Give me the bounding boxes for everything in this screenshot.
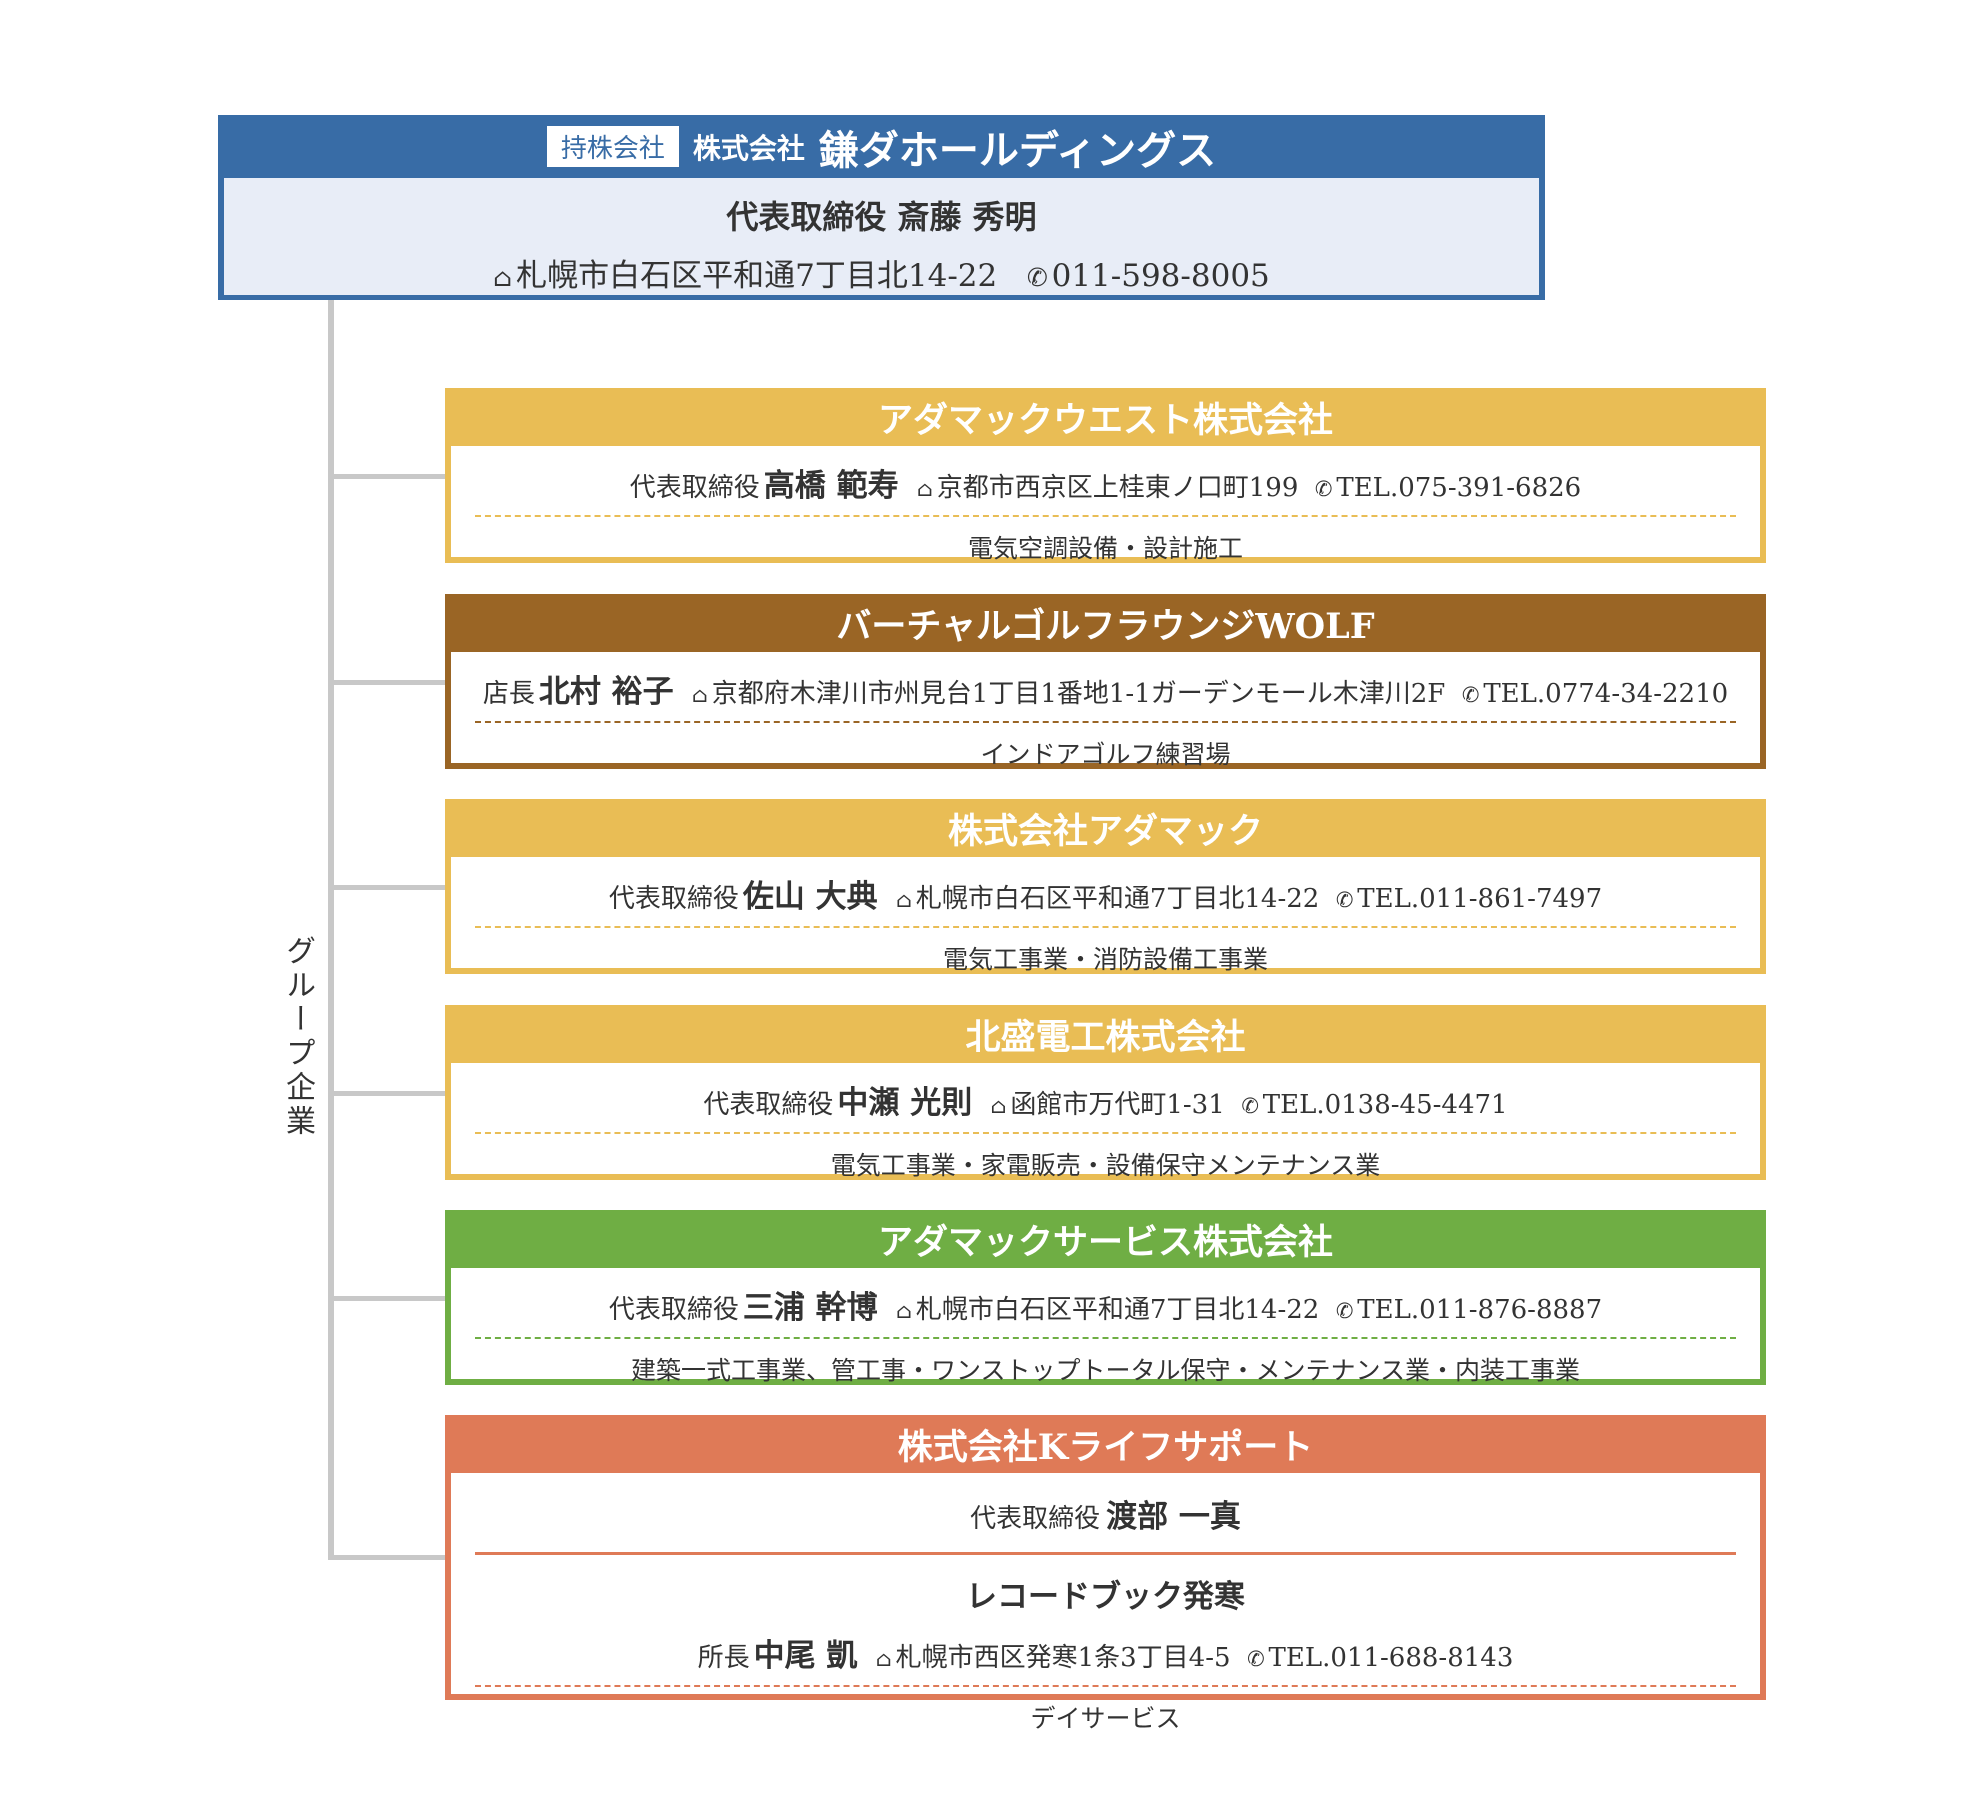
- rep-title: 代表取締役: [629, 473, 760, 503]
- rep-name: 三浦 幹博: [742, 1290, 878, 1326]
- phone: TEL.075-391-6826: [1336, 473, 1582, 503]
- business-description: インドアゴルフ練習場: [980, 740, 1231, 769]
- company-info: 代表取締役三浦 幹博 ⌂札幌市白石区平和通7丁目北14-22 ✆TEL.011-…: [451, 1268, 1760, 1337]
- rep-name: 高橋 範寿: [763, 468, 899, 504]
- branch-line: [328, 885, 445, 890]
- address: 札幌市白石区平和通7丁目北14-22: [915, 884, 1320, 914]
- company-info: 代表取締役佐山 大典 ⌂札幌市白石区平和通7丁目北14-22 ✆TEL.011-…: [451, 857, 1760, 926]
- company-info: 代表取締役高橋 範寿 ⌂京都市西京区上桂東ノ口町199 ✆TEL.075-391…: [451, 446, 1760, 515]
- dashed-divider: [475, 721, 1736, 723]
- home-icon: ⌂: [990, 1094, 1007, 1118]
- holding-rep: 代表取締役 斎藤 秀明: [224, 192, 1539, 238]
- company-info: 代表取締役中瀬 光則 ⌂函館市万代町1-31 ✆TEL.0138-45-4471: [451, 1063, 1760, 1132]
- phone: TEL.011-861-7497: [1357, 884, 1603, 914]
- branch-line: [328, 680, 445, 685]
- branch-line: [328, 474, 445, 479]
- dashed-divider: [475, 1685, 1736, 1687]
- home-icon: ⌂: [493, 263, 513, 292]
- company-name: バーチャルゴルフラウンジWOLF: [445, 594, 1766, 652]
- holding-company-box: 持株会社 株式会社 鎌ダホールディングス 代表取締役 斎藤 秀明 ⌂札幌市白石区…: [218, 115, 1545, 300]
- phone: TEL.011-688-8143: [1268, 1643, 1514, 1673]
- company-rep: 代表取締役渡部 一真: [451, 1473, 1760, 1552]
- company-box: 北盛電工株式会社 代表取締役中瀬 光則 ⌂函館市万代町1-31 ✆TEL.013…: [445, 1005, 1766, 1180]
- rep-title: 代表取締役: [726, 198, 887, 236]
- holding-body: 代表取締役 斎藤 秀明 ⌂札幌市白石区平和通7丁目北14-22 ✆011-598…: [224, 178, 1539, 295]
- rep-name: 斎藤 秀明: [897, 198, 1037, 236]
- rep-name: 中尾 凱: [753, 1638, 858, 1674]
- company-box: バーチャルゴルフラウンジWOLF 店長北村 裕子 ⌂京都府木津川市州見台1丁目1…: [445, 594, 1766, 769]
- address: 函館市万代町1-31: [1010, 1090, 1225, 1120]
- phone-icon: ✆: [1335, 888, 1354, 912]
- company-name: 株式会社Kライフサポート: [445, 1415, 1766, 1473]
- company-box: アダマックサービス株式会社 代表取締役三浦 幹博 ⌂札幌市白石区平和通7丁目北1…: [445, 1210, 1766, 1385]
- rep-title: 代表取締役: [970, 1504, 1101, 1534]
- holding-contact: ⌂札幌市白石区平和通7丁目北14-22 ✆011-598-8005: [224, 250, 1539, 295]
- group-label: グループ企業: [280, 935, 315, 1139]
- phone: TEL.0774-34-2210: [1483, 679, 1729, 709]
- rep-title: 代表取締役: [703, 1090, 834, 1120]
- phone-icon: ✆: [1335, 1299, 1354, 1323]
- holding-prefix: 株式会社: [692, 131, 805, 165]
- holding-tag: 持株会社: [546, 126, 679, 167]
- company-name: 北盛電工株式会社: [445, 1005, 1766, 1063]
- address: 札幌市白石区平和通7丁目北14-22: [915, 1295, 1320, 1325]
- company-box: 株式会社アダマック 代表取締役佐山 大典 ⌂札幌市白石区平和通7丁目北14-22…: [445, 799, 1766, 974]
- company-name: アダマックサービス株式会社: [445, 1210, 1766, 1268]
- phone-icon: ✆: [1247, 1647, 1265, 1671]
- phone: 011-598-8005: [1051, 258, 1270, 294]
- branch-line: [328, 1296, 445, 1301]
- address: 札幌市白石区平和通7丁目北14-22: [516, 258, 998, 294]
- business-description: 電気空調設備・設計施工: [967, 534, 1243, 563]
- company-box: 株式会社Kライフサポート代表取締役渡部 一真 レコードブック発寒 所長中尾 凱 …: [445, 1415, 1766, 1733]
- rep-title: 店長: [482, 679, 535, 709]
- phone-icon: ✆: [1314, 477, 1333, 501]
- holding-name: 鎌ダホールディングス: [818, 126, 1217, 174]
- home-icon: ⌂: [916, 477, 933, 501]
- sub-office-name: レコードブック発寒: [966, 1579, 1245, 1615]
- phone: TEL.0138-45-4471: [1262, 1090, 1508, 1120]
- rep-name: 佐山 大典: [742, 879, 878, 915]
- rep-title: 代表取締役: [608, 884, 739, 914]
- company-info: 店長北村 裕子 ⌂京都府木津川市州見台1丁目1番地1-1ガーデンモール木津川2F…: [451, 652, 1760, 721]
- address: 京都府木津川市州見台1丁目1番地1-1ガーデンモール木津川2F: [711, 679, 1446, 709]
- dashed-divider: [475, 1337, 1736, 1339]
- company-box: アダマックウエスト株式会社 代表取締役高橋 範寿 ⌂京都市西京区上桂東ノ口町19…: [445, 388, 1766, 563]
- phone-icon: ✆: [1241, 1094, 1259, 1118]
- solid-divider: [475, 1552, 1736, 1555]
- dashed-divider: [475, 926, 1736, 928]
- phone-icon: ✆: [1461, 683, 1480, 707]
- business-description: 建築一式工事業、管工事・ワンストップトータル保守・メンテナンス業・内装工事業: [630, 1356, 1580, 1385]
- company-name: アダマックウエスト株式会社: [445, 388, 1766, 446]
- business-description: 電気工事業・消防設備工事業: [942, 945, 1268, 974]
- rep-name: 北村 裕子: [538, 674, 674, 710]
- address: 札幌市西区発寒1条3丁目4-5: [895, 1643, 1231, 1673]
- rep-title: 代表取締役: [608, 1295, 739, 1325]
- branch-line: [328, 1555, 445, 1560]
- dashed-divider: [475, 515, 1736, 517]
- tree-trunk-line: [328, 300, 334, 1560]
- company-info: 所長中尾 凱 ⌂札幌市西区発寒1条3丁目4-5 ✆TEL.011-688-814…: [451, 1616, 1760, 1685]
- rep-title: 所長: [697, 1643, 750, 1673]
- business-description: 電気工事業・家電販売・設備保守メンテナンス業: [830, 1151, 1381, 1180]
- phone: TEL.011-876-8887: [1357, 1295, 1603, 1325]
- address: 京都市西京区上桂東ノ口町199: [936, 473, 1299, 503]
- company-name: 株式会社アダマック: [445, 799, 1766, 857]
- dashed-divider: [475, 1132, 1736, 1134]
- home-icon: ⌂: [895, 888, 912, 912]
- phone-icon: ✆: [1026, 263, 1048, 292]
- rep-name: 渡部 一真: [1106, 1499, 1241, 1535]
- holding-header: 持株会社 株式会社 鎌ダホールディングス: [218, 115, 1545, 178]
- branch-line: [328, 1091, 445, 1096]
- home-icon: ⌂: [895, 1299, 912, 1323]
- home-icon: ⌂: [691, 683, 708, 707]
- business-description: デイサービス: [1030, 1704, 1181, 1733]
- rep-name: 中瀬 光則: [837, 1085, 973, 1121]
- home-icon: ⌂: [875, 1647, 892, 1671]
